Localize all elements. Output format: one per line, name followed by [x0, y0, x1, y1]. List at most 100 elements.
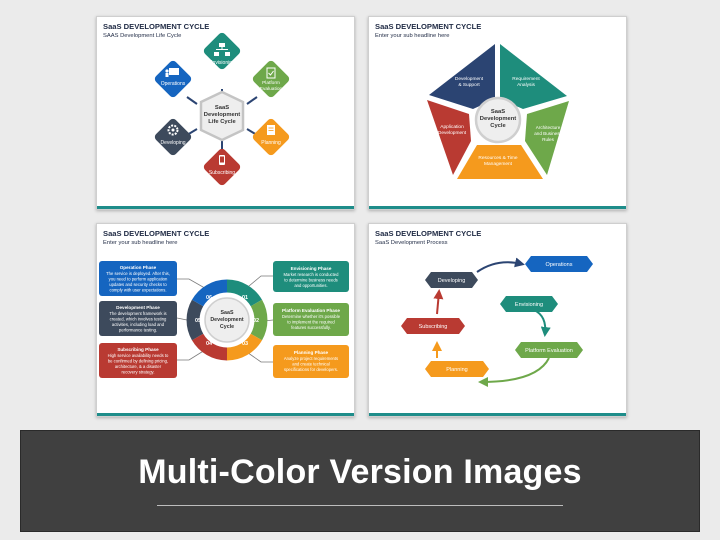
node-operations[interactable]: Operations: [153, 59, 193, 99]
node-label: Developing: [160, 140, 185, 146]
center-label-line: Development: [480, 116, 516, 122]
step-developing[interactable]: Developing: [425, 272, 478, 288]
hand-phone-icon: [219, 155, 225, 165]
phase-box-development[interactable]: Development Phase The development framew…: [99, 301, 177, 336]
center-label-line: Cycle: [220, 324, 234, 330]
phase-box-line: performance testing.: [119, 328, 157, 333]
pentagon-cycle-diagram: Development & Support Requirement Analys…: [427, 44, 569, 179]
phase-box-subscribing[interactable]: Subscribing Phase High service availabil…: [99, 343, 177, 378]
phase-box-line: and create technical: [292, 362, 330, 367]
segment-label: Requirement: [512, 76, 540, 82]
center-label-line: Cycle: [490, 123, 506, 129]
segment-development-support[interactable]: Development & Support: [429, 44, 495, 109]
node-label: Planning: [261, 140, 281, 146]
phase-box-envisioning[interactable]: Envisioning Phase Market research is con…: [273, 261, 349, 292]
node-label: Evaluation: [260, 86, 283, 92]
center-label-line: Life Cycle: [208, 119, 236, 125]
phase-number: 06: [206, 295, 212, 301]
ring-segment-05: [186, 299, 204, 341]
phase-box-line: Market research is conducted: [284, 272, 340, 277]
center-label-line: SaaS: [221, 310, 234, 316]
slide-accent-bar: [369, 206, 626, 209]
node-planning[interactable]: Planning: [251, 117, 291, 157]
slide-title: SaaS DEVELOPMENT CYCLE: [103, 22, 210, 31]
phase-box-line: Analyze project requirements: [284, 356, 338, 361]
org-chart-icon: [214, 43, 230, 56]
center-circle: [204, 297, 250, 343]
phase-box-platform-evaluation[interactable]: Platform Evaluation Phase Determine whet…: [273, 303, 349, 336]
phase-box-title: Operation Phase: [120, 265, 157, 270]
center-label-line: SaaS: [491, 109, 505, 115]
center-circle: [474, 96, 522, 144]
step-label: Operations: [546, 262, 573, 268]
presentation-icon: [165, 68, 179, 77]
slide-title: SaaS DEVELOPMENT CYCLE: [375, 229, 482, 238]
phase-box-line: and opportunities.: [294, 283, 327, 288]
phase-number: 01: [242, 295, 248, 301]
center-hexagon: [199, 90, 245, 142]
footer-banner: Multi-Color Version Images: [20, 430, 700, 532]
phase-box-line: features successfully.: [291, 325, 331, 330]
phase-box-line: to implement the required: [287, 320, 335, 325]
flow-arrow: [533, 309, 551, 337]
segment-label: Rules: [542, 137, 554, 142]
slide-thumbnail-2[interactable]: SaaS DEVELOPMENT CYCLE Enter your sub he…: [368, 16, 627, 210]
phase-box-line: to determine business needs: [284, 278, 338, 283]
ring-segment-03: [226, 333, 263, 361]
flow-arrow: [476, 257, 525, 273]
phase-box-line: architecture, & a disaster: [115, 364, 162, 369]
center-label-line: Development: [204, 112, 240, 118]
process-flow-diagram: Operations Developing Envisioning Subscr…: [401, 256, 593, 387]
segment-requirement-analysis[interactable]: Requirement Analysis: [500, 44, 567, 109]
connector-line: [246, 96, 258, 105]
center-label-line: SaaS: [215, 105, 229, 111]
node-envisioning[interactable]: Envisioning: [202, 31, 242, 71]
step-platform-evaluation[interactable]: Platform Evaluation: [515, 342, 583, 358]
node-developing[interactable]: Developing: [153, 117, 193, 157]
ring-segment-06: [191, 279, 228, 307]
node-label: Platform: [262, 80, 280, 86]
phase-box-title: Subscribing Phase: [117, 347, 159, 352]
ring-segment-02: [250, 299, 268, 341]
slide-thumbnail-3[interactable]: SaaS DEVELOPMENT CYCLE Enter your sub he…: [96, 223, 355, 417]
clipboard-check-icon: [266, 67, 276, 79]
segment-application-development[interactable]: Application Development: [427, 100, 471, 175]
phase-box-line: recovery strategy.: [122, 370, 155, 375]
segment-label: Management: [484, 161, 513, 167]
step-subscribing[interactable]: Subscribing: [401, 318, 465, 334]
slide-thumbnail-1[interactable]: SaaS DEVELOPMENT CYCLE SAAS Development …: [96, 16, 355, 210]
slide-accent-bar: [369, 413, 626, 416]
phase-box-line: Determine whether it's possible: [282, 314, 341, 319]
phase-box-line: The development framework is: [109, 311, 166, 316]
banner-divider: [157, 505, 563, 506]
ring-segment-04: [191, 333, 228, 361]
node-platform-evaluation[interactable]: Platform Evaluation: [251, 59, 291, 99]
phase-box-operation[interactable]: Operation Phase The service is deployed.…: [99, 261, 177, 296]
segment-architecture-rules[interactable]: Architecture and Business Rules: [525, 101, 569, 175]
phase-box-planning[interactable]: Planning Phase Analyze project requireme…: [273, 345, 349, 378]
step-envisioning[interactable]: Envisioning: [500, 296, 558, 312]
phase-box-title: Envisioning Phase: [291, 266, 332, 271]
phase-box-line: The service is deployed. After this,: [106, 271, 170, 276]
flow-arrow: [433, 289, 444, 315]
slide-thumbnail-4[interactable]: SaaS DEVELOPMENT CYCLE SaaS Development …: [368, 223, 627, 417]
segment-label: Development: [438, 130, 467, 136]
slide-subtitle: Enter your sub headline here: [103, 240, 178, 246]
segment-label: Analysis: [517, 82, 535, 88]
step-operations[interactable]: Operations: [525, 256, 593, 272]
phase-box-line: specifications for developers.: [284, 367, 338, 372]
segment-label: and Business: [534, 131, 562, 136]
segment-resources-time[interactable]: Resources & Time Management: [457, 145, 543, 179]
step-planning[interactable]: Planning: [425, 361, 489, 377]
phase-box-line: created, which involves testing: [110, 317, 167, 322]
phase-box-line: comply with user expectations.: [109, 288, 166, 293]
document-icon: [267, 125, 275, 135]
node-subscribing[interactable]: Subscribing: [202, 147, 242, 187]
node-label: Operations: [161, 81, 186, 87]
life-cycle-diagram: SaaS Development Life Cycle Envisioning …: [153, 31, 291, 187]
phase-box-line: activities, including load and: [112, 322, 165, 327]
phase-number: 05: [195, 318, 201, 324]
step-label: Developing: [438, 278, 466, 284]
center-label-line: Development: [210, 317, 243, 323]
